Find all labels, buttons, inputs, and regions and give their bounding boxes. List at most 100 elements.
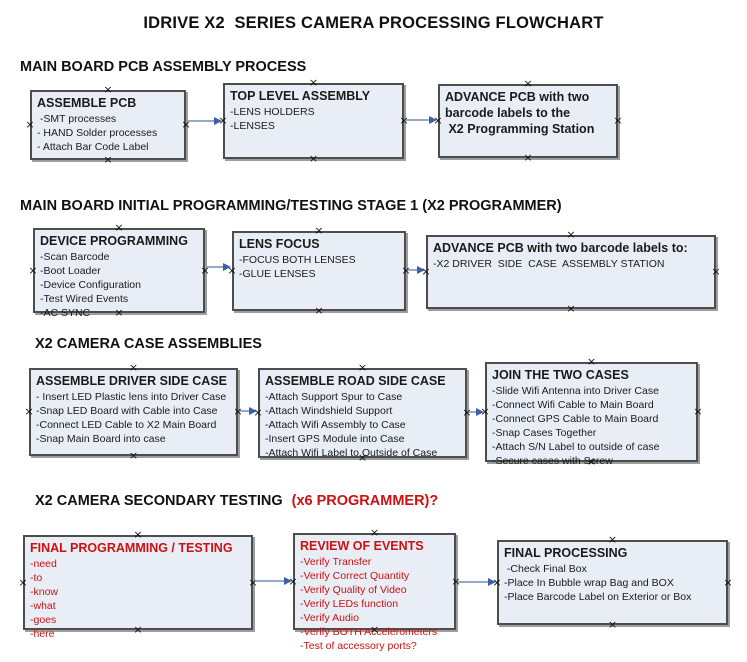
flow-box-lens-focus: LENS FOCUS -FOCUS BOTH LENSES -GLUE LENSE… [227, 226, 411, 316]
connection-handle-icon [723, 578, 733, 588]
box-list-item: -here [30, 628, 55, 640]
box-list-item: -to [30, 572, 43, 584]
box-list-item: -need [30, 558, 57, 570]
box-items: -Check Final Box -Place In Bubble wrap Ba… [504, 562, 721, 604]
box-list-item: -Scan Barcode [40, 251, 110, 263]
box-title: FINAL PROCESSING [504, 546, 628, 560]
section-heading: MAIN BOARD INITIAL PROGRAMMING/TESTING S… [20, 198, 562, 214]
arrowhead-icon [429, 115, 437, 124]
arrowhead-icon [214, 116, 222, 125]
connection-handle-icon [523, 153, 533, 163]
box-title: ADVANCE PCB with two barcode labels to t… [445, 90, 595, 136]
connection-handle-icon [566, 304, 576, 314]
connection-handle-icon [133, 530, 143, 540]
box-list-item: -Attach Windshield Support [265, 405, 393, 417]
flow-box-assemble-road-side-case: ASSEMBLE ROAD SIDE CASE -Attach Support … [253, 363, 472, 463]
connection-handle-icon [314, 306, 324, 316]
box-list-item: -FOCUS BOTH LENSES [239, 254, 356, 266]
box-items: -LENS HOLDERS -LENSES [230, 105, 397, 133]
box-list-item: -Check Final Box [504, 563, 587, 575]
section-heading-text: X2 CAMERA SECONDARY TESTING [35, 493, 283, 509]
box-items: -Verify Transfer-Verify Correct Quantity… [300, 555, 449, 653]
box-title: TOP LEVEL ASSEMBLY [230, 89, 371, 103]
box-title: ASSEMBLE ROAD SIDE CASE [265, 374, 446, 388]
connection-handle-icon [608, 535, 618, 545]
flow-box-top-level-assembly: TOP LEVEL ASSEMBLY -LENS HOLDERS -LENSES [218, 78, 409, 164]
box-list-item: -know [30, 586, 59, 598]
flow-box-assemble-driver-side-case: ASSEMBLE DRIVER SIDE CASE - Insert LED P… [24, 363, 243, 461]
connection-handle-icon [248, 578, 258, 588]
connection-handle-icon [462, 408, 472, 418]
arrowhead-icon [249, 406, 257, 415]
box-items: -Attach Support Spur to Case-Attach Wind… [265, 390, 460, 460]
box-list-item: -Snap LED Board with Cable into Case [36, 405, 218, 417]
box-list-item: -Snap Main Board into case [36, 433, 166, 445]
flow-box-advance-pcb-programming-station: ADVANCE PCB with two barcode labels to t… [433, 79, 623, 163]
arrowhead-icon [476, 407, 484, 416]
flow-box-review-of-events: REVIEW OF EVENTS -Verify Transfer-Verify… [288, 528, 461, 652]
connection-handle-icon [103, 155, 113, 165]
connection-handle-icon [358, 363, 368, 373]
connection-handle-icon [370, 528, 380, 538]
box-list-item: - HAND Solder processes [37, 127, 158, 139]
section-heading: X2 CAMERA SECONDARY TESTING (x6 PROGRAMME… [35, 493, 438, 509]
box-items: -Scan Barcode-Boot Loader-Device Configu… [40, 250, 198, 320]
box-list-item: -SMT processes [37, 113, 117, 125]
box-list-item: -LENS HOLDERS [230, 106, 315, 118]
connection-handle-icon [401, 266, 411, 276]
section-heading-note: (x6 PROGRAMMER)? [291, 493, 439, 509]
connection-handle-icon [28, 266, 38, 276]
box-list-item: -Connect GPS Cable to Main Board [492, 413, 659, 425]
flow-box-device-programming: DEVICE PROGRAMMING -Scan Barcode-Boot Lo… [28, 223, 210, 319]
box-list-item: -AC SYNC [40, 307, 91, 319]
box-title: ASSEMBLE PCB [37, 96, 137, 110]
connection-handle-icon [608, 620, 618, 630]
arrowhead-icon [223, 262, 231, 271]
box-list-item: -Connect LED Cable to X2 Main Board [36, 419, 217, 431]
box-title: JOIN THE TWO CASES [492, 368, 629, 382]
box-title: DEVICE PROGRAMMING [40, 234, 188, 248]
connection-handle-icon [309, 78, 319, 88]
section-heading: X2 CAMERA CASE ASSEMBLIES [35, 336, 262, 352]
connection-handle-icon [129, 451, 139, 461]
connection-handle-icon [587, 357, 597, 367]
connection-handle-icon [18, 578, 28, 588]
box-list-item: -Test of accessory ports? [300, 640, 417, 652]
box-title: ASSEMBLE DRIVER SIDE CASE [36, 374, 228, 388]
connection-handle-icon [114, 223, 124, 233]
flow-box-final-programming-testing: FINAL PROGRAMMING / TESTING -need-to-kno… [18, 530, 258, 640]
box-list-item: -Connect Wifi Cable to Main Board [492, 399, 654, 411]
box-list-item: -Insert GPS Module into Case [265, 433, 405, 445]
flow-box-join-the-two-cases: JOIN THE TWO CASES -Slide Wifi Antenna i… [480, 357, 703, 467]
connection-handle-icon [566, 230, 576, 240]
box-list-item: -Verify Transfer [300, 556, 372, 568]
box-list-item: -what [30, 600, 56, 612]
box-list-item: -Verify Audio [300, 612, 359, 624]
box-list-item: -Secure cases with Screw [492, 455, 613, 467]
box-list-item: -Attach Wifi Label to Outside of Case [265, 447, 438, 459]
box-title: LENS FOCUS [239, 237, 320, 251]
box-list-item: -X2 DRIVER SIDE CASE ASSEMBLY STATION [433, 258, 665, 270]
box-list-item: -Verify Quality of Video [300, 584, 407, 596]
box-list-item: -Place Barcode Label on Exterior or Box [504, 591, 692, 603]
box-items: - Insert LED Plastic lens into Driver Ca… [36, 390, 231, 446]
connection-handle-icon [233, 407, 243, 417]
box-list-item: -goes [30, 614, 57, 626]
connection-handle-icon [103, 85, 113, 95]
box-title: ADVANCE PCB with two barcode labels to: [433, 241, 688, 255]
box-list-item: -LENSES [230, 120, 275, 132]
box-list-item: -Verify LEDs function [300, 598, 399, 610]
connection-handle-icon [523, 79, 533, 89]
box-list-item: -Attach Wifi Assembly to Case [265, 419, 406, 431]
box-items: -SMT processes- HAND Solder processes- A… [37, 112, 179, 154]
box-list-item: -Place In Bubble wrap Bag and BOX [504, 577, 674, 589]
arrowhead-icon [417, 265, 425, 274]
connection-handle-icon [711, 267, 721, 277]
box-list-item: -GLUE LENSES [239, 268, 316, 280]
page-title: IDRIVE X2 SERIES CAMERA PROCESSING FLOWC… [143, 14, 604, 32]
connection-handle-icon [613, 116, 623, 126]
box-items: -Slide Wifi Antenna into Driver Case-Con… [492, 384, 691, 468]
arrowhead-icon [488, 577, 496, 586]
box-items: -X2 DRIVER SIDE CASE ASSEMBLY STATION [433, 257, 709, 271]
